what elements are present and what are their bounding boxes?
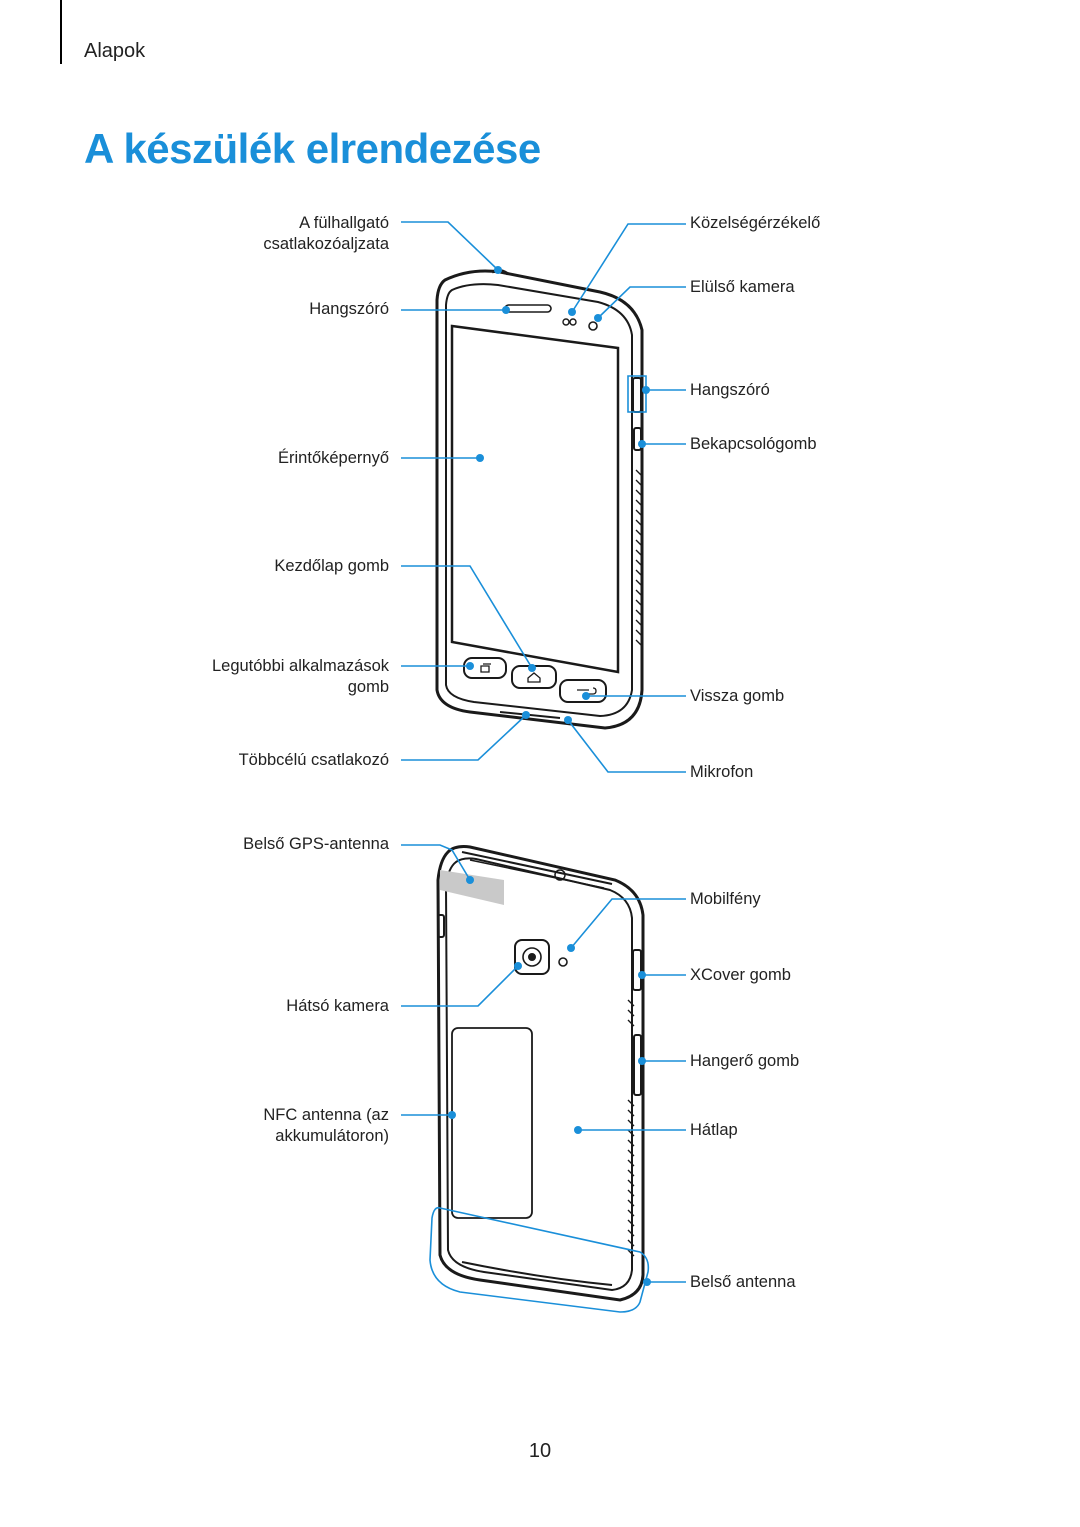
front-side-grip <box>632 377 642 413</box>
label-earphone-jack: A fülhallgató csatlakozóaljzata <box>263 214 389 253</box>
label-multipurpose-jack: Többcélú csatlakozó <box>238 751 389 769</box>
back-phone-body <box>436 845 645 1302</box>
label-microphone: Mikrofon <box>690 763 754 781</box>
front-camera-icon <box>588 321 598 331</box>
recent-apps-button <box>463 657 507 679</box>
gps-antenna-area <box>440 870 504 905</box>
callout-proximity-sensor <box>571 223 686 313</box>
label-volume-button: Hangerő gomb <box>690 1052 800 1070</box>
page-number: 10 <box>528 1440 552 1462</box>
callout-front-camera <box>597 286 686 319</box>
back-phone-inner <box>444 857 633 1292</box>
callout-multipurpose-jack <box>401 714 527 761</box>
callout-earphone-jack <box>401 221 499 271</box>
label-gps-antenna: Belső GPS-antenna <box>243 835 389 853</box>
callout-home-button <box>401 565 533 669</box>
label-nfc-antenna: NFC antenna (az akkumulátoron) <box>263 1106 389 1145</box>
section-header: Alapok <box>84 40 146 62</box>
back-button <box>559 679 607 703</box>
label-power-button: Bekapcsológomb <box>690 435 817 453</box>
label-flash: Mobilfény <box>690 890 761 908</box>
front-phone-inner <box>445 283 633 718</box>
label-touchscreen: Érintőképernyő <box>278 449 389 467</box>
nfc-antenna-area <box>451 1027 533 1219</box>
front-screen <box>450 324 620 674</box>
label-back-button: Vissza gomb <box>690 687 785 705</box>
label-speaker-right: Hangszóró <box>690 381 770 399</box>
flash-icon <box>558 957 568 967</box>
label-proximity-sensor: Közelségérzékelő <box>690 214 821 232</box>
label-xcover-button: XCover gomb <box>690 966 791 984</box>
margin-rule <box>60 0 62 64</box>
callout-rear-camera <box>401 965 519 1007</box>
page-title: A készülék elrendezése <box>84 125 541 172</box>
callout-gps-antenna <box>401 844 471 881</box>
label-home-button: Kezdőlap gomb <box>274 557 389 575</box>
label-main-antenna: Belső antenna <box>690 1273 796 1291</box>
back-phone <box>436 845 645 1302</box>
label-recent-apps: Legutóbbi alkalmazások gomb <box>211 657 389 696</box>
main-antenna-outline <box>429 1206 650 1313</box>
callout-flash <box>570 898 686 949</box>
label-front-camera: Elülső kamera <box>690 278 795 296</box>
callout-microphone <box>567 719 686 773</box>
volume-button-icon <box>633 1034 642 1096</box>
xcover-button-icon <box>632 949 642 991</box>
label-back-cover: Hátlap <box>690 1121 738 1139</box>
power-button-icon <box>633 427 642 451</box>
label-rear-camera: Hátsó kamera <box>286 997 389 1015</box>
proximity-sensor-icon <box>562 318 570 326</box>
front-speaker-grille <box>504 304 552 313</box>
front-phone <box>435 268 644 730</box>
label-speaker-left: Hangszóró <box>309 300 389 318</box>
rear-camera-icon <box>514 939 550 975</box>
